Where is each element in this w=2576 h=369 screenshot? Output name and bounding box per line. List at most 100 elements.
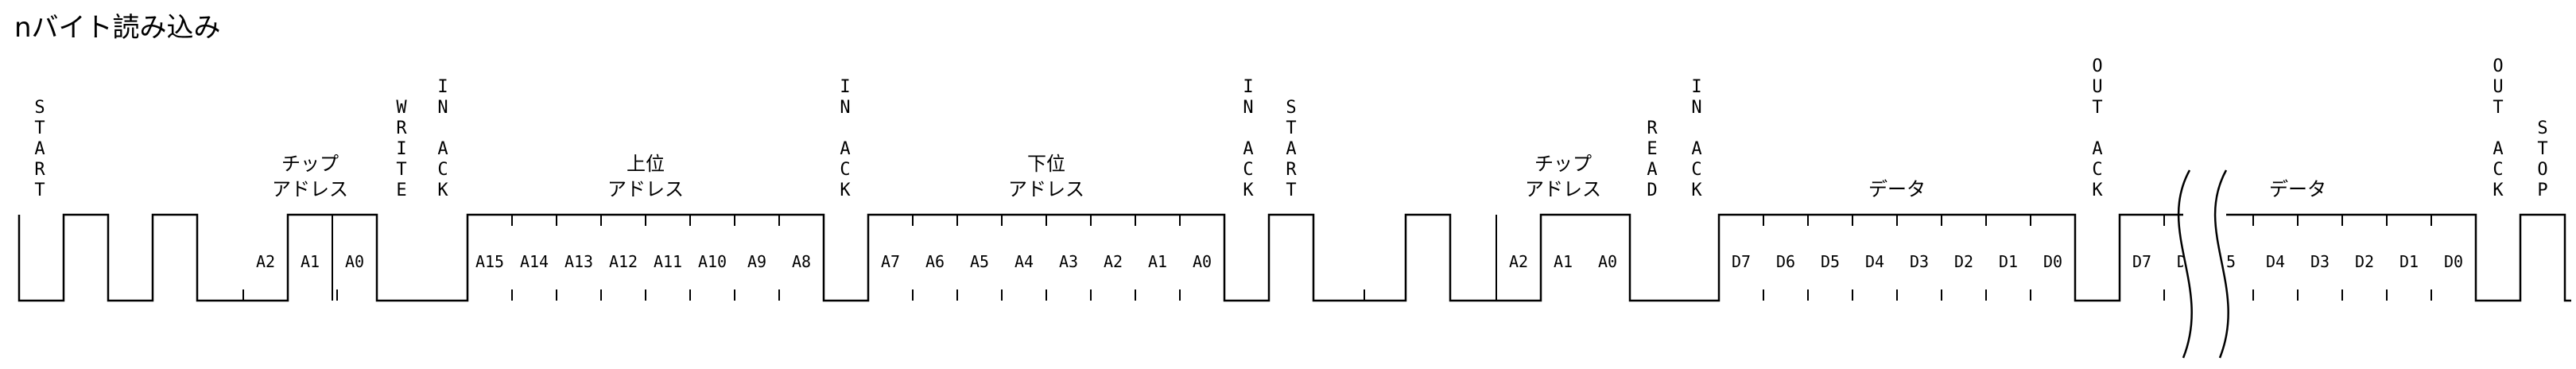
group-header-chip2-line2: アドレス [1525,178,1601,200]
bit-label-upper: A13 [564,252,593,271]
bit-label-upper: A14 [520,252,549,271]
bit-label-data2-tail: 5 [2226,252,2236,271]
vertical-label-inack4-char: I [1691,77,1701,97]
vertical-label-outack1-char: C [2092,160,2102,180]
vertical-label-write-char: W [396,98,407,118]
bit-label-chip1: A0 [345,252,364,271]
vertical-label-start2-char: T [1286,181,1296,200]
bit-label-lower: A1 [1148,252,1167,271]
bit-label-data2-tail: D3 [2310,252,2330,271]
vertical-label-inack2-char: I [840,77,850,97]
vertical-label-start2-char: A [1286,139,1296,159]
group-header-upper-line2: アドレス [607,178,684,200]
vertical-label-write-char: T [396,160,406,180]
bit-label-data2-tail: D0 [2444,252,2463,271]
vertical-label-start2-char: S [1286,98,1296,118]
bit-label-upper: A12 [609,252,638,271]
vertical-label-inack1-char: K [437,181,448,200]
signal-waveform [17,213,2571,302]
bit-label-lower: A6 [925,252,945,271]
bit-label-chip2: A2 [1509,252,1528,271]
bit-label-data1: D3 [1910,252,1929,271]
vertical-label-outack1-char: T [2092,98,2102,118]
bit-label-data1: D1 [1999,252,2018,271]
group-header-chip2-line1: チップ [1534,153,1592,175]
omission-break-mark [2177,169,2229,359]
vertical-label-read-char: D [1647,181,1657,200]
vertical-label-inack3-char: A [1243,139,1253,159]
bit-label-lower: A4 [1014,252,1034,271]
vertical-label-read-char: A [1647,160,1657,180]
vertical-label-outack1-char: K [2092,181,2103,200]
vertical-label-outack2-char: T [2493,98,2503,118]
group-header-chip1-line1: チップ [281,153,339,175]
vertical-label-inack4-char: A [1691,139,1701,159]
bit-label-lower: A7 [881,252,900,271]
bit-label-data2-tail: D1 [2399,252,2419,271]
vertical-label-stop-char: T [2537,139,2547,159]
vertical-label-stop-char: O [2537,160,2547,180]
vertical-label-stop-char: S [2537,118,2547,138]
vertical-label-inack2-char: A [840,139,850,159]
bit-tick-marks [242,215,2432,301]
bit-label-chip1: A2 [256,252,275,271]
vertical-label-inack1-char: N [437,98,448,118]
vertical-label-inack2-char: K [840,181,851,200]
vertical-label-inack4-char: N [1691,98,1701,118]
vertical-label-inack1-char: C [437,160,448,180]
vertical-label-start2-char: T [1286,118,1296,138]
vertical-label-read-char: E [1647,139,1657,159]
vertical-label-outack2-char: A [2493,139,2503,159]
vertical-label-outack1-char: A [2092,139,2102,159]
bit-label-data1: D2 [1954,252,1973,271]
bit-label-lower: A5 [970,252,989,271]
vertical-label-inack3-char: K [1243,181,1254,200]
bit-label-data1: D6 [1776,252,1795,271]
bit-label-chip2: A1 [1554,252,1573,271]
bit-label-upper: A10 [698,252,727,271]
bit-label-lower: A2 [1104,252,1123,271]
vertical-label-outack1-char: O [2092,56,2102,76]
bit-label-chip1: A1 [301,252,320,271]
bit-label-data2-tail: D4 [2266,252,2285,271]
vertical-label-inack1-char: I [437,77,448,97]
diagram-title: nバイト読み込み [14,12,221,44]
bit-label-lower: A3 [1059,252,1078,271]
bit-label-upper: A15 [475,252,504,271]
bit-label-upper: A8 [792,252,811,271]
bit-label-upper: A9 [747,252,766,271]
vertical-label-inack2-char: N [840,98,850,118]
vertical-label-read-char: R [1647,118,1658,138]
vertical-label-outack1-char: U [2092,77,2102,97]
vertical-label-inack2-char: C [840,160,850,180]
vertical-label-stop-char: P [2537,181,2547,200]
group-header-lower-line2: アドレス [1008,178,1084,200]
vertical-label-inack3-char: C [1243,160,1253,180]
bit-label-data1: D4 [1865,252,1884,271]
bit-label-data1: D0 [2043,252,2062,271]
vertical-label-outack2-char: K [2493,181,2504,200]
group-header-lower-line1: 下位 [1027,153,1065,175]
vertical-label-inack3-char: I [1243,77,1253,97]
vertical-label-inack4-char: C [1691,160,1701,180]
bit-label-data1: D5 [1821,252,1840,271]
vertical-label-start2-char: R [1286,160,1297,180]
bit-label-chip2: A0 [1598,252,1617,271]
vertical-label-inack4-char: K [1691,181,1702,200]
group-header-data2: データ [2269,178,2326,200]
vertical-label-outack2-char: C [2493,160,2503,180]
group-header-data1: データ [1868,178,1926,200]
group-header-chip1-line2: アドレス [272,178,348,200]
group-header-upper-line1: 上位 [627,153,665,175]
vertical-label-start1-char: A [34,139,45,159]
vertical-label-inack1-char: A [437,139,448,159]
vertical-label-start1-char: T [34,181,45,200]
vertical-label-outack2-char: O [2493,56,2503,76]
bit-label-data2-tail: D2 [2355,252,2374,271]
vertical-label-start1-char: S [34,98,45,118]
vertical-label-write-char: I [396,139,406,159]
bit-label-data1: D7 [1732,252,1751,271]
